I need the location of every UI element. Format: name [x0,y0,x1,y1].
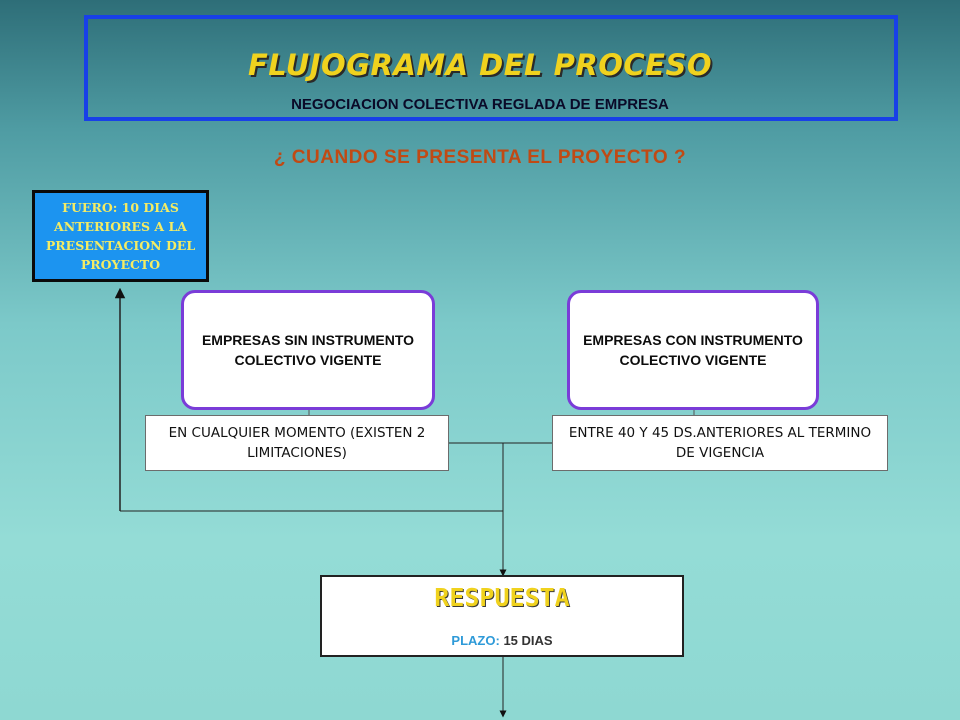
empresas-con-box: EMPRESAS CON INSTRUMENTO COLECTIVO VIGEN… [567,290,819,410]
title-frame [84,15,898,121]
page-title: FLUJOGRAMA DEL PROCESO [248,48,712,82]
empresas-con-label: EMPRESAS CON INSTRUMENTO COLECTIVO VIGEN… [583,332,803,368]
respuesta-title: RESPUESTA [434,583,570,612]
respuesta-plazo: PLAZO: 15 DIAS [322,633,682,648]
timing-sin-text: EN CUALQUIER MOMENTO (EXISTEN 2 LIMITACI… [168,425,426,461]
page-subtitle: NEGOCIACION COLECTIVA REGLADA DE EMPRESA [291,96,669,113]
fuero-text: FUERO: 10 DIAS ANTERIORES A LA PRESENTAC… [45,200,196,272]
empresas-sin-box: EMPRESAS SIN INSTRUMENTO COLECTIVO VIGEN… [181,290,435,410]
plazo-label: PLAZO: [451,633,500,648]
empresas-sin-label: EMPRESAS SIN INSTRUMENTO COLECTIVO VIGEN… [201,332,415,368]
fuero-box: FUERO: 10 DIAS ANTERIORES A LA PRESENTAC… [32,190,209,282]
timing-sin-box: EN CUALQUIER MOMENTO (EXISTEN 2 LIMITACI… [145,415,449,471]
timing-con-box: ENTRE 40 Y 45 DS.ANTERIORES AL TERMINO D… [552,415,888,471]
plazo-value: 15 DIAS [503,633,553,648]
respuesta-box: RESPUESTA PLAZO: 15 DIAS [320,575,684,657]
question-heading: ¿ CUANDO SE PRESENTA EL PROYECTO ? [273,147,687,168]
timing-con-text: ENTRE 40 Y 45 DS.ANTERIORES AL TERMINO D… [568,425,872,461]
